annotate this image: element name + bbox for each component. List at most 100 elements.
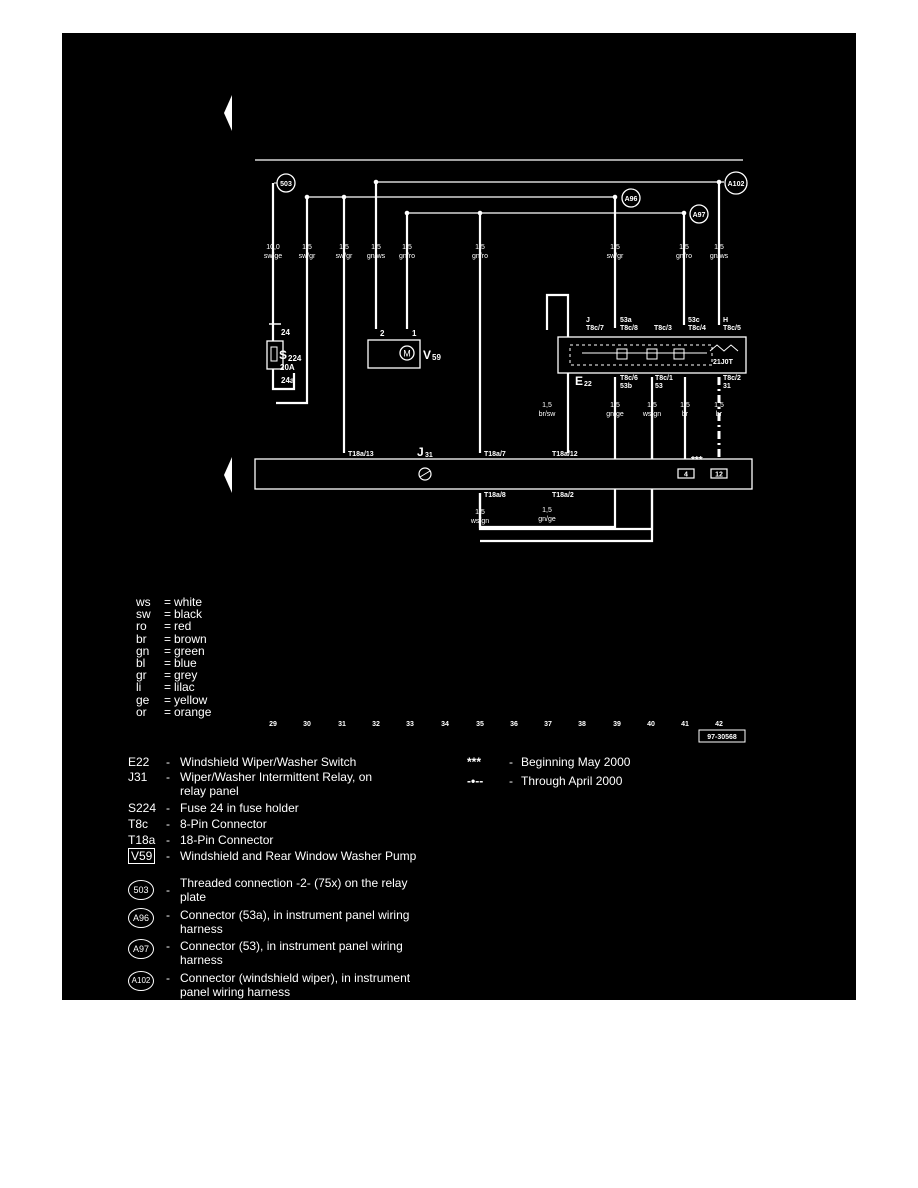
wire-label-color: sw/gr [299,253,316,260]
color-legend: ws=white sw=black ro=red br=brown gn=gre… [136,596,211,718]
note-row: -•---Through April 2000 [467,774,623,788]
key-row: A102-Connector (windshield wiper), in in… [128,971,420,999]
track-number: 40 [647,721,655,728]
track-number: 32 [372,721,380,728]
track-number: 38 [578,721,586,728]
relay-sub: 31 [425,452,433,459]
wire-label-gauge: 1,5 [402,244,412,251]
wire-label-gauge: 1,5 [542,507,552,514]
motor-symbol: M [403,349,411,359]
wire-label-color: gn/ro [676,253,692,260]
switch-pin: T8c/6 [620,375,638,382]
key-row: A97-Connector (53), in instrument panel … [128,939,420,967]
track-number: 35 [476,721,484,728]
connector-a102-label: A102 [728,181,745,188]
legend-row: ro=red [136,619,192,634]
wire-label-gauge: 1,5 [714,402,724,409]
terminals: 4 12 *** [677,455,728,479]
relay-name: J [417,445,424,459]
diagram-panel: 503 A96 A97 A102 10,0 sw/ge 1,5 sw/gr 1,… [62,33,856,1000]
switch-internal: 21J0T [713,359,734,366]
wire-label-gauge: 1,5 [475,509,485,516]
key-row: J31-Wiper/Washer Intermittent Relay, on … [128,770,373,798]
wire-label-gauge: 1,5 [339,244,349,251]
legend-row: gr=grey [136,668,198,683]
terminal-label: 12 [715,472,723,479]
pump-v59: 2 1 M V 59 [367,329,441,369]
wire-label-color: gn/ro [399,253,415,260]
arrow-left-icon [224,95,232,131]
switch-pin: T8c/3 [654,325,672,332]
track-number: 39 [613,721,621,728]
wire-label-color: br/sw [539,411,557,418]
wire-label-color: ws/gn [642,411,661,418]
key-row: 503-Threaded connection -2- (75x) on the… [128,876,432,904]
wire-label-gauge: 1,5 [714,244,724,251]
component-key: E22-Windshield Wiper/Washer Switch J31-W… [128,755,458,1000]
pump-sub: 59 [432,353,441,362]
date-notes: ***-Beginning May 2000 -•---Through Apri… [467,755,630,793]
connector-a97: A97 [689,204,709,224]
fuse-name: S [279,348,287,362]
key-row: E22-Windshield Wiper/Washer Switch [128,755,357,769]
pump-name: V [423,348,431,362]
wire-label-gauge: 1,5 [647,402,657,409]
track-number: 34 [441,721,449,728]
wire-label-color: gn/ro [472,253,488,260]
legend-row: bl=blue [136,656,197,671]
legend-row: ge=yellow [136,692,208,707]
wire-label-color: gn/ge [538,516,556,523]
key-row: T18a-18-Pin Connector [128,833,274,847]
wire-label-color: ws/gn [470,518,489,525]
legend-row: gn=green [136,643,205,658]
relay-symbol-icon [418,467,432,481]
track-number: 37 [544,721,552,728]
track-number: 29 [269,721,277,728]
switch-pin: 53a [620,317,632,324]
switch-pin: 53c [688,317,700,324]
wire-label-color: gn/ws [710,253,729,260]
legend-row: ws=white [136,595,203,609]
key-row: T8c-8-Pin Connector [128,817,267,831]
fuse-pin-bottom: 24a [281,376,295,385]
arrow-left-icon [224,457,232,493]
wire-label-gauge: 1,5 [542,402,552,409]
wire-labels: 10,0 sw/ge 1,5 sw/gr 1,5 sw/gr 1,5 gn/ws… [264,244,729,525]
switch-pin: 53b [620,383,632,390]
connector-a96-label: A96 [625,196,638,203]
relay-j31: J 31 T18a/13 T18a/7 T18a/12 T18a/8 T18a/… [254,445,753,499]
switch-pin: T8c/2 [723,375,741,382]
track-number: 30 [303,721,311,728]
switch-pin: T8c/7 [586,325,604,332]
wire-label-gauge: 1,5 [610,244,620,251]
note-row: ***-Beginning May 2000 [467,755,631,769]
wire-label-color: sw/ge [264,253,282,260]
feed-lines [307,181,724,214]
key-row: A96-Connector (53a), in instrument panel… [128,908,420,936]
pump-pin-left: 2 [380,329,385,338]
figure-id: 97-30568 [707,734,737,741]
track-number: 33 [406,721,414,728]
legend-row: br=brown [136,631,207,646]
connector-a97-label: A97 [693,212,706,219]
connector-a96: A96 [621,188,641,208]
track-number: 42 [715,721,723,728]
relay-pin: T18a/7 [484,451,506,458]
switch-pin: 53 [655,383,663,390]
switch-pin: 31 [723,383,731,390]
wire-label-gauge: 1,5 [302,244,312,251]
fuse-rating: 20A [280,363,295,372]
switch-pin: H [723,317,728,324]
terminal-label: 4 [684,472,688,479]
switch-pin: J [586,317,590,324]
fuse-s224: 24 S 224 20A 24a [266,323,302,385]
wire-label-color: sw/gr [607,253,624,260]
key-row: S224-Fuse 24 in fuse holder [128,801,299,815]
relay-pin: T18a/2 [552,492,574,499]
wire-label-color: br [716,411,723,418]
fuse-sub: 224 [288,354,302,363]
connector-503: 503 [276,173,296,193]
wire-label-gauge: 10,0 [266,244,280,251]
legend-row: or=orange [136,704,212,719]
wire-label-gauge: 1,5 [371,244,381,251]
